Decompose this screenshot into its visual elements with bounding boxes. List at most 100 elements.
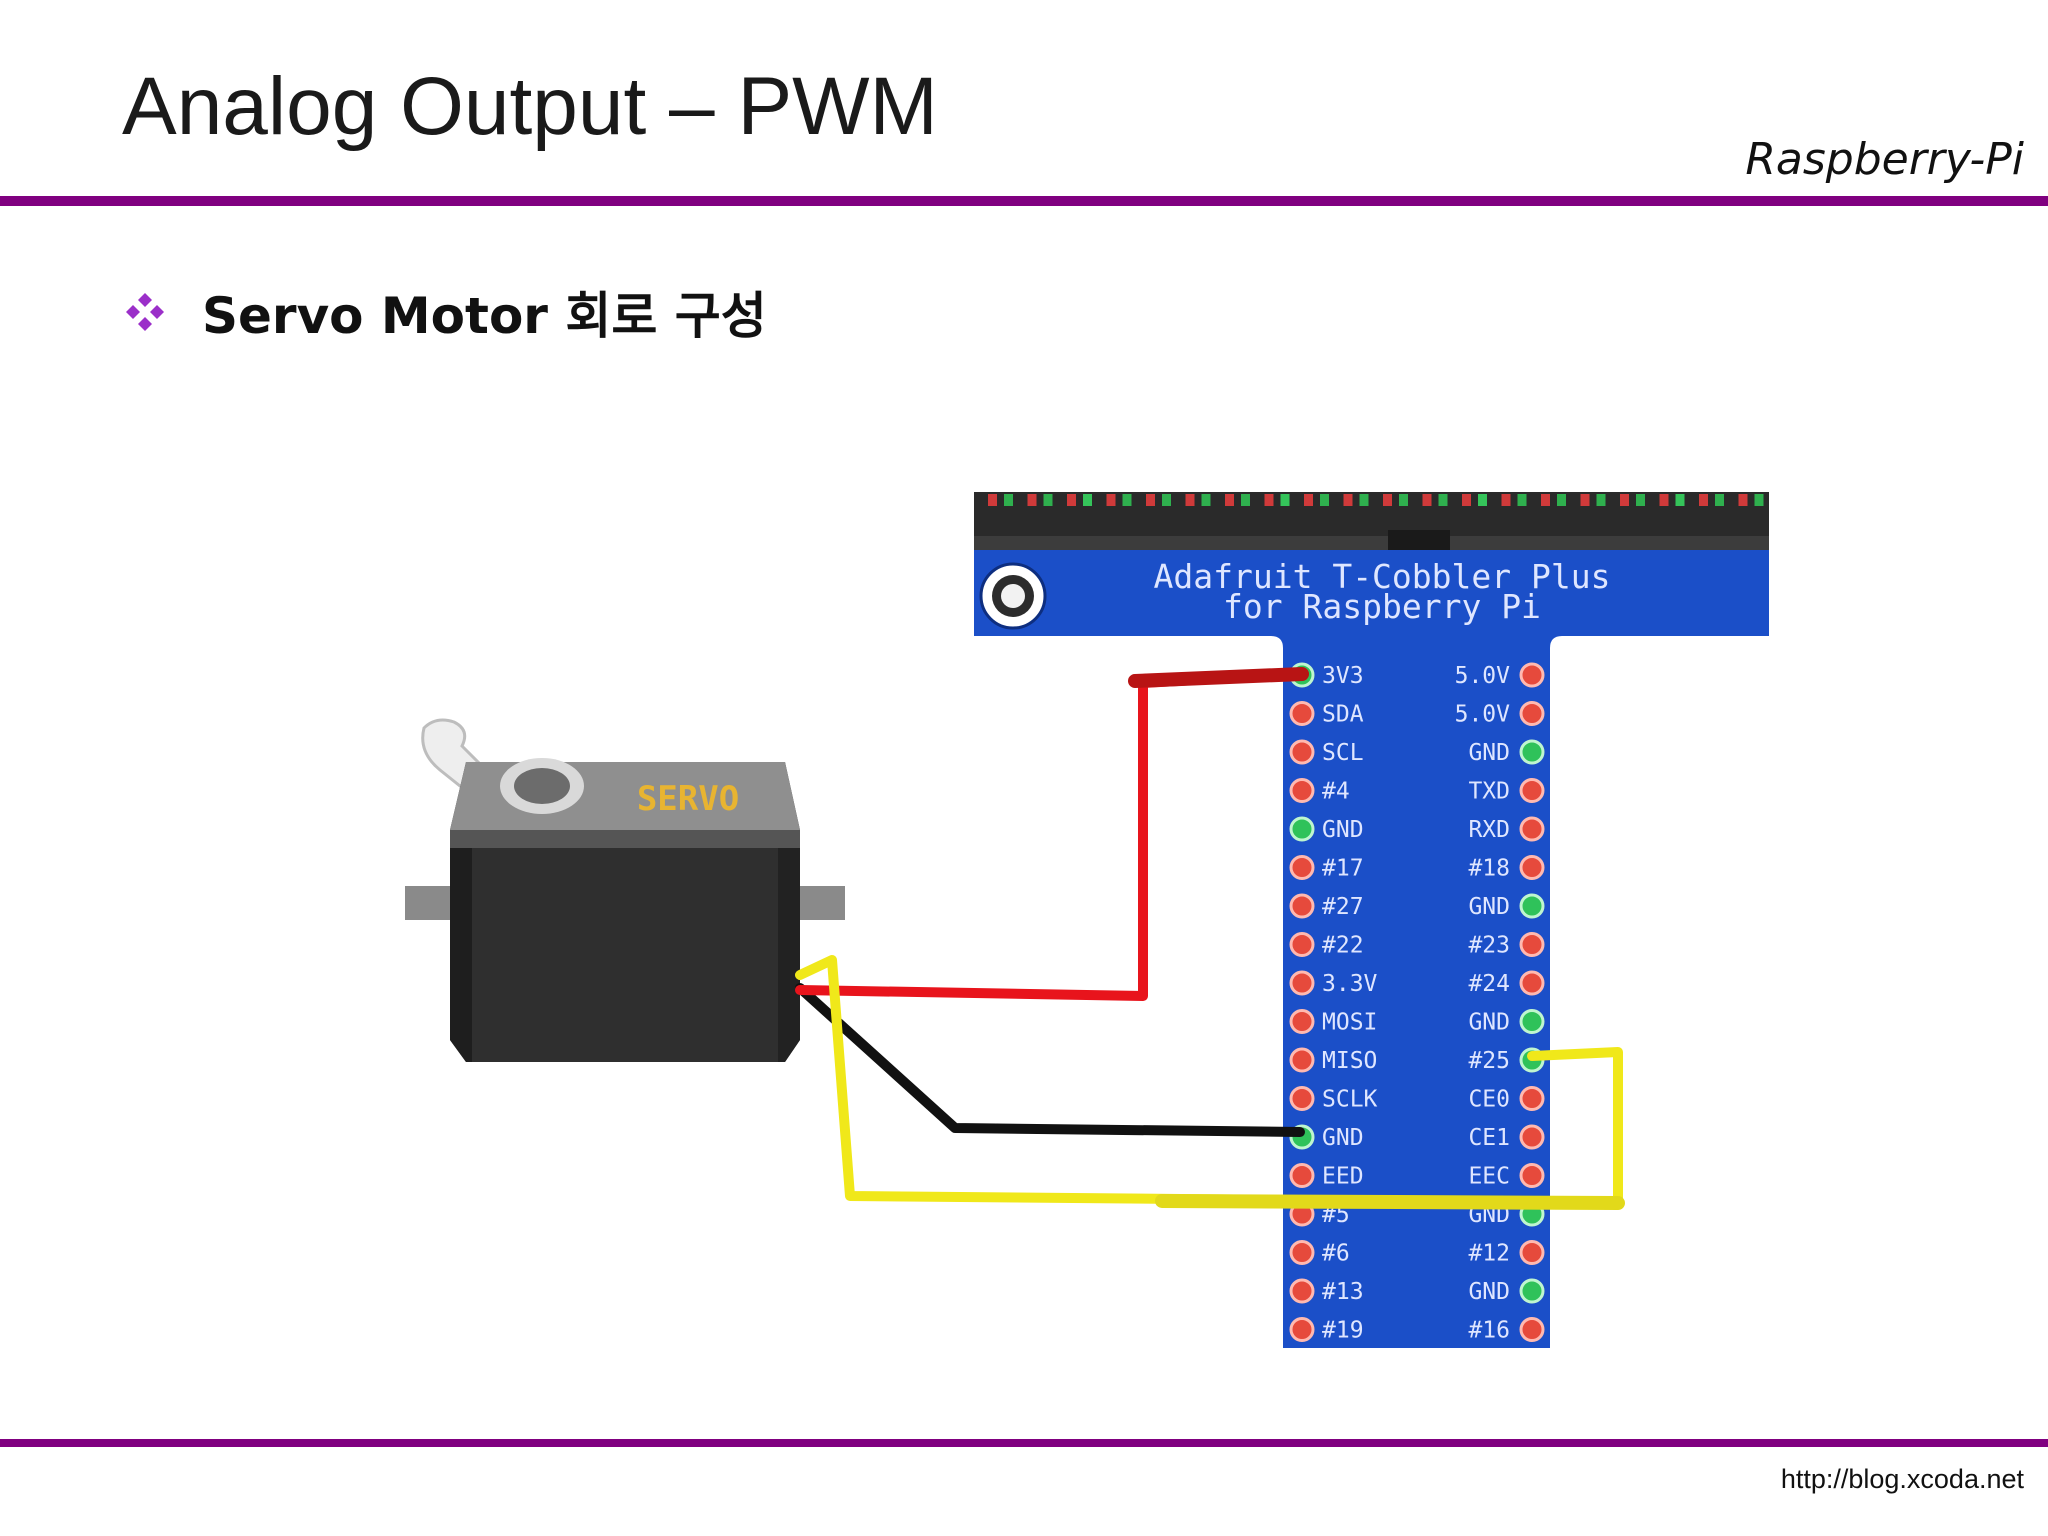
bullet-heading: Servo Motor 회로 구성	[124, 276, 767, 348]
strip-dot	[1580, 494, 1590, 506]
strip-dot	[1438, 494, 1448, 506]
pin-right	[1519, 1124, 1545, 1150]
pin-label-left: MOSI	[1322, 1010, 1377, 1036]
strip-dot	[1399, 494, 1408, 506]
pin-label-left: #4	[1322, 779, 1350, 805]
brand-label: Raspberry-Pi	[1745, 134, 2024, 185]
pin-left	[1289, 1278, 1315, 1304]
pin-label-right: CE1	[1468, 1125, 1510, 1151]
pin-label-left: EED	[1322, 1164, 1364, 1190]
pin-label-left: #27	[1322, 894, 1364, 920]
strip-dot	[1320, 494, 1329, 506]
strip-dot	[1185, 494, 1195, 506]
wires	[795, 667, 1625, 1210]
strip-dot	[1715, 494, 1724, 506]
pin-right	[1519, 855, 1545, 880]
pin-label-right: #23	[1468, 933, 1510, 959]
strip-dot	[1620, 494, 1629, 506]
strip-dot	[1501, 494, 1511, 506]
pin-label-right: 5.0V	[1455, 702, 1511, 728]
strip-dot	[1241, 494, 1250, 506]
servo-label: SERVO	[637, 779, 739, 819]
diamond-bullet-icon	[126, 293, 164, 331]
pin-label-left: SCLK	[1322, 1087, 1378, 1113]
pin-label-left: 3V3	[1322, 663, 1364, 689]
pin-label-right: 5.0V	[1455, 663, 1511, 689]
pin-right	[1519, 1163, 1545, 1188]
t-cobbler-board: Adafruit T-Cobbler Plus for Raspberry Pi…	[974, 550, 1769, 1348]
strip-dot	[1146, 494, 1155, 506]
strip-dot	[1343, 494, 1353, 506]
strip-dot	[1596, 494, 1606, 506]
strip-dot	[1636, 494, 1645, 506]
strip-dot	[988, 494, 997, 506]
pin-left	[1289, 1317, 1315, 1342]
strip-dot	[1478, 494, 1487, 506]
pin-right	[1519, 970, 1545, 996]
top-divider	[0, 196, 2048, 206]
pin-label-left: #6	[1322, 1241, 1350, 1267]
pin-right	[1519, 1278, 1545, 1304]
strip-dot	[1675, 494, 1685, 506]
pin-label-left: MISO	[1322, 1048, 1377, 1074]
pin-right	[1519, 778, 1545, 803]
pin-right	[1519, 739, 1545, 765]
strip-dot	[1043, 494, 1053, 506]
pin-right	[1519, 816, 1545, 842]
pin-label-left: SDA	[1322, 702, 1364, 728]
strip-dot	[1422, 494, 1432, 506]
pin-left	[1289, 816, 1315, 842]
pin-left	[1289, 893, 1315, 919]
strip-dot	[1659, 494, 1669, 506]
pin-label-right: CE0	[1468, 1087, 1510, 1113]
pin-right	[1519, 1317, 1545, 1342]
strip-dot	[1122, 494, 1132, 506]
pin-label-right: TXD	[1468, 779, 1510, 805]
slide-title: Analog Output – PWM	[122, 61, 938, 152]
pin-right	[1519, 1009, 1545, 1034]
pin-label-right: #12	[1468, 1241, 1510, 1267]
strip-dot	[1106, 494, 1116, 506]
bullet-text: Servo Motor 회로 구성	[202, 287, 767, 345]
breadboard-strip	[974, 492, 1769, 552]
power-wire-head	[1128, 667, 1309, 688]
pin-left	[1289, 1086, 1315, 1111]
pin-right	[1519, 893, 1545, 919]
pin-label-left: #17	[1322, 856, 1364, 882]
pin-left	[1289, 1240, 1315, 1265]
strip-dot	[1541, 494, 1550, 506]
strip-dot	[1517, 494, 1527, 506]
pin-right	[1519, 1086, 1545, 1111]
strip-dot	[1383, 494, 1392, 506]
strip-dot	[1225, 494, 1234, 506]
pin-label-right: GND	[1468, 894, 1510, 920]
pin-left	[1289, 932, 1315, 957]
pin-right	[1519, 662, 1545, 688]
strip-dot	[1027, 494, 1037, 506]
pin-left	[1289, 855, 1315, 880]
pin-right	[1519, 701, 1545, 726]
pin-label-right: GND	[1468, 740, 1510, 766]
pin-left	[1289, 739, 1315, 765]
pin-label-right: RXD	[1468, 817, 1510, 843]
pin-label-right: #16	[1468, 1318, 1510, 1344]
signal-wire-head	[1155, 1194, 1625, 1210]
strip-dot	[1359, 494, 1369, 506]
strip-dot	[1304, 494, 1313, 506]
strip-dot	[1083, 494, 1092, 506]
pin-label-left: 3.3V	[1322, 971, 1378, 997]
strip-dot	[1699, 494, 1708, 506]
pin-label-left: GND	[1322, 1125, 1364, 1151]
pin-label-right: EEC	[1468, 1164, 1510, 1190]
pin-label-left: GND	[1322, 817, 1364, 843]
pin-label-right: GND	[1468, 1279, 1510, 1305]
strip-dot	[1004, 494, 1013, 506]
strip-dot	[1462, 494, 1471, 506]
pin-left	[1289, 778, 1315, 803]
pin-label-left: #13	[1322, 1279, 1364, 1305]
pin-label-right: #24	[1468, 971, 1510, 997]
board-title-line2: for Raspberry Pi	[1223, 587, 1541, 626]
bottom-divider	[0, 1439, 2048, 1447]
strip-dot	[1280, 494, 1290, 506]
pin-left	[1289, 1047, 1315, 1073]
